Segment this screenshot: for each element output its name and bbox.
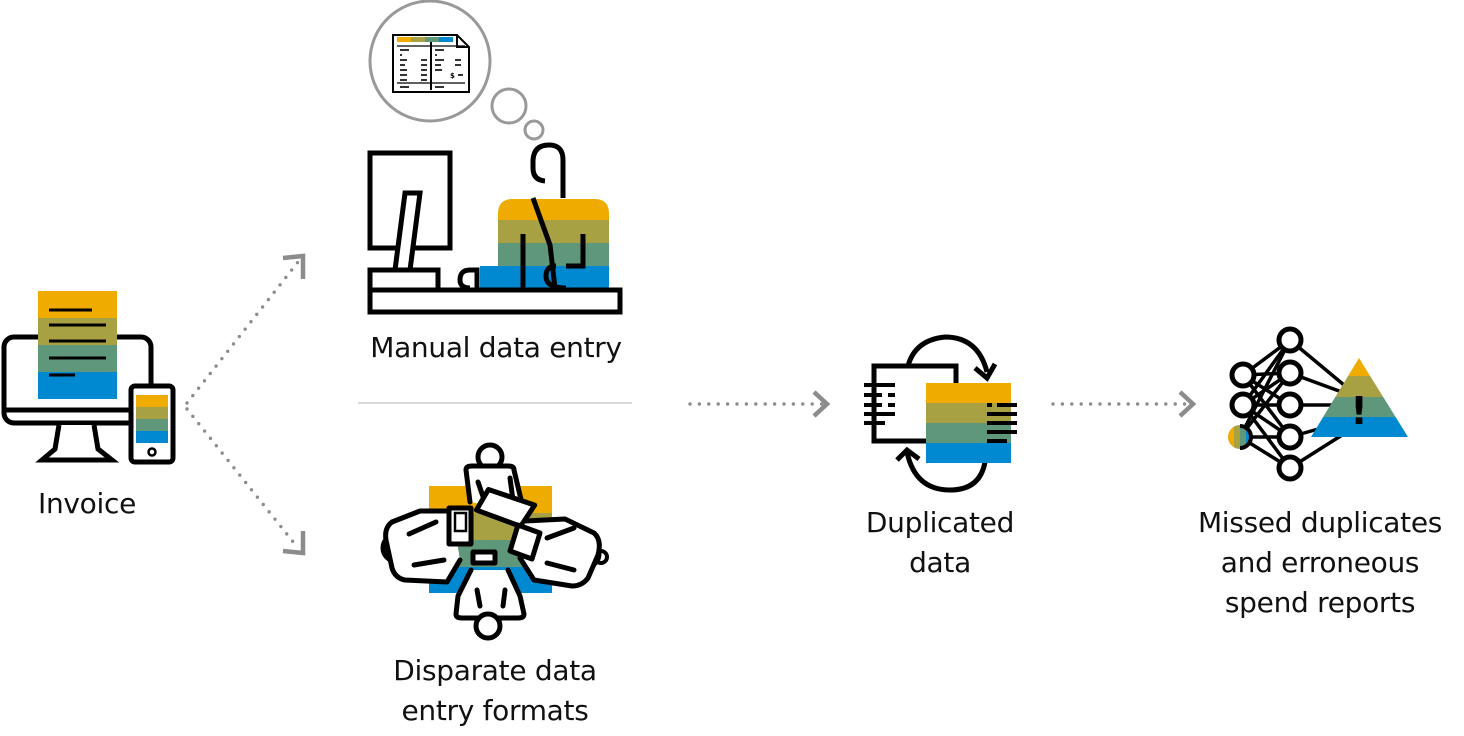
label-missed-line-1: Missed duplicates xyxy=(1197,506,1443,539)
person-left xyxy=(380,505,474,585)
cycle-arrow-top xyxy=(905,334,990,373)
person-at-computer-icon: $ xyxy=(367,0,623,315)
arrow-invoice-to-manual xyxy=(185,253,306,405)
neural-network-warning-icon: ! xyxy=(1228,326,1408,482)
person-leg-right xyxy=(566,234,586,269)
highlighted-node xyxy=(1228,424,1253,450)
thought-bubble-tiny xyxy=(523,119,545,141)
warning-exclamation: ! xyxy=(1350,389,1367,433)
label-disparate-line-1: Disparate data xyxy=(393,654,597,687)
person-head xyxy=(530,142,566,198)
hand xyxy=(543,263,567,291)
person-bottom xyxy=(453,549,527,641)
label-missed-line-2: and erroneous xyxy=(1220,546,1420,579)
phone-icon xyxy=(128,383,176,465)
document-front xyxy=(926,383,1011,463)
invoice-monitor-phone-icon xyxy=(1,291,176,465)
duplicate-documents-icon xyxy=(864,334,1017,493)
arrow-invoice-to-disparate xyxy=(185,407,306,556)
label-disparate-line-2: entry formats xyxy=(401,694,589,727)
person-right xyxy=(507,516,609,589)
network-nodes xyxy=(1229,326,1304,482)
people-around-table-icon xyxy=(380,442,609,641)
arrow-to-duplicated xyxy=(688,390,831,418)
monitor-stand xyxy=(35,424,120,463)
arrow-to-missed xyxy=(1051,390,1197,418)
label-missed-line-3: spend reports xyxy=(1224,586,1416,619)
label-invoice: Invoice xyxy=(37,487,136,520)
invoice-document xyxy=(38,291,117,399)
thought-bubble-small xyxy=(490,87,528,125)
label-duplicated-line-1: Duplicated xyxy=(865,506,1015,539)
desk xyxy=(367,267,623,315)
warning-triangle: ! xyxy=(1311,358,1408,437)
label-manual-data-entry: Manual data entry xyxy=(370,331,622,364)
label-duplicated-line-2: data xyxy=(909,546,971,579)
thought-bubble xyxy=(368,0,492,123)
person-arm xyxy=(530,197,558,289)
cycle-arrow-bottom xyxy=(904,451,988,493)
spreadsheet-invoice-icon: $ xyxy=(392,34,470,93)
mouse xyxy=(457,267,480,291)
currency-symbol: $ xyxy=(450,72,455,80)
